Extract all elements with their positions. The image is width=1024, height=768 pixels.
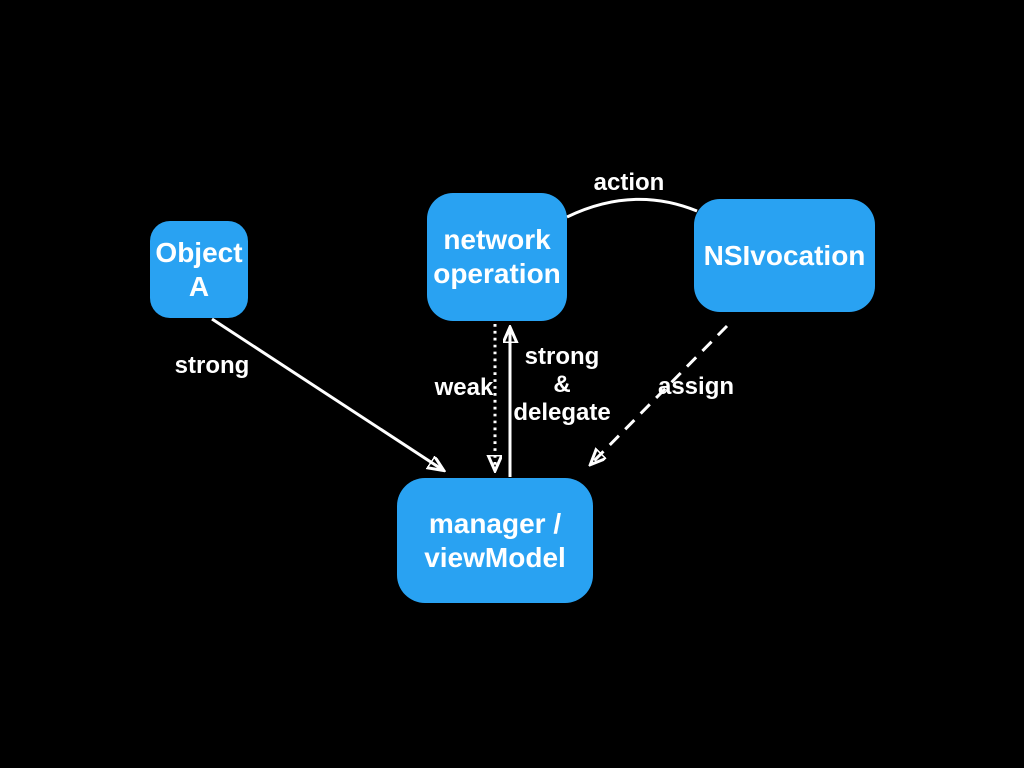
edge-assign-line — [591, 324, 729, 464]
node-network-operation: network operation — [427, 193, 567, 321]
node-manager-viewmodel: manager / viewModel — [397, 478, 593, 603]
node-nsivocation: NSIvocation — [694, 199, 875, 312]
edge-label-weak: weak — [434, 374, 494, 401]
edge-label-action: action — [593, 169, 665, 196]
edge-strong-line — [211, 317, 443, 470]
edge-action-curve — [566, 197, 698, 219]
edge-label-assign: assign — [657, 373, 735, 400]
edge-label-strong-delegate: strong & delegate — [513, 343, 611, 426]
edge-label-strong: strong — [174, 352, 250, 379]
node-object-a: Object A — [150, 221, 248, 318]
